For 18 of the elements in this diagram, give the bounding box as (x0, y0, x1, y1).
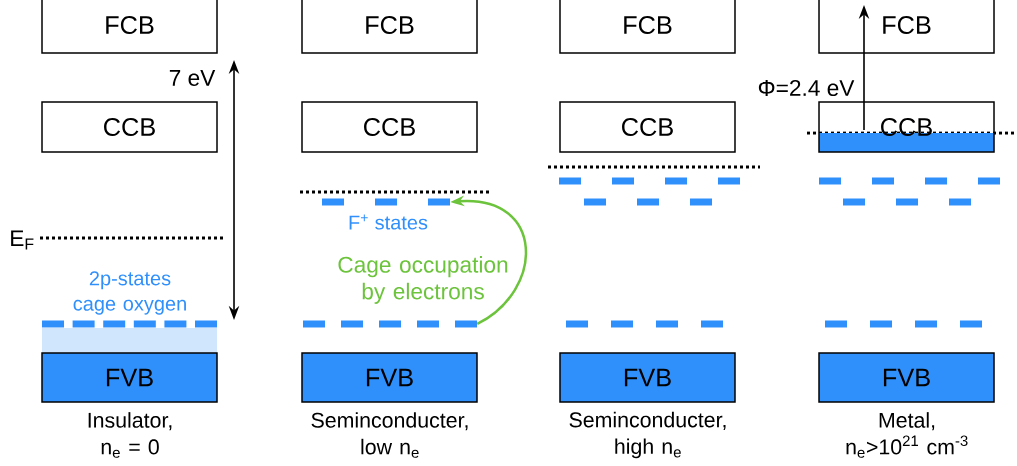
band-box: FCB (41, 0, 218, 54)
band-box: FCB (301, 0, 478, 54)
band-box: CCB (41, 101, 218, 153)
edge-label: Cage occupation by electrons (338, 256, 508, 304)
state-label: 2p-states cage oxygen (73, 271, 186, 315)
band-box: FCB (818, 0, 995, 54)
energy-label: Φ=2.4 eV (758, 79, 855, 97)
fermi-level-label: E$_{F}$ (11, 230, 34, 250)
band-box: CCB (559, 101, 736, 153)
band-box: FVB (301, 352, 478, 403)
state-label: F$^{+}$ states (349, 214, 428, 230)
energy-label: 7 eV (169, 70, 216, 86)
band-box: FCB (559, 0, 736, 54)
band-box: CCB (301, 101, 478, 153)
band-box: FVB (818, 352, 995, 403)
band-box: CCB (818, 101, 995, 153)
band-box: FVB (41, 352, 218, 403)
band-box: FVB (559, 352, 736, 403)
